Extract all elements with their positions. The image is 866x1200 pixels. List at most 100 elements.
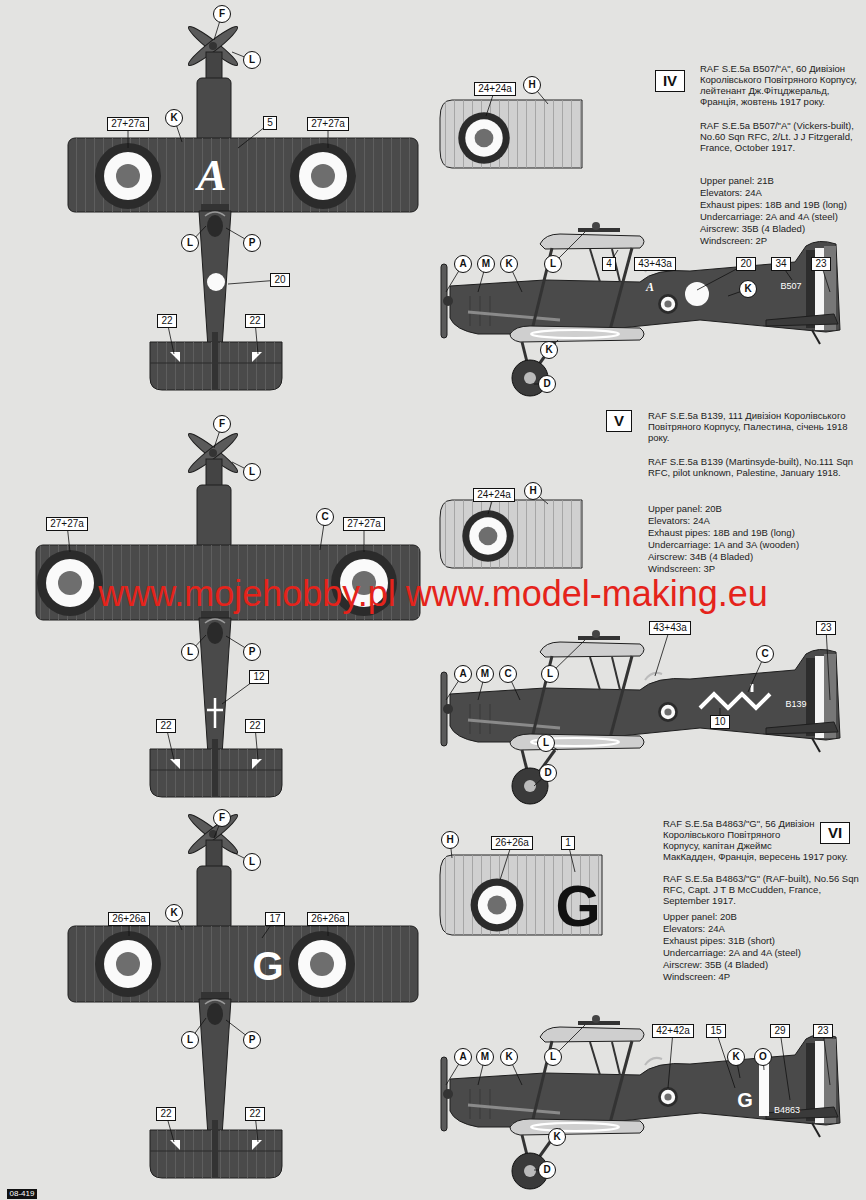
callout-letter: P [243, 234, 261, 252]
callout-letter: D [538, 375, 556, 393]
callout-number-text: 22 [249, 315, 260, 326]
callout-number: 22 [157, 314, 176, 328]
callout-letter-text: L [550, 259, 556, 269]
callout-letter: A [454, 665, 472, 683]
callout-letter: H [523, 76, 541, 94]
callout-number-text: 27+27a [311, 118, 345, 129]
callout-letter: O [754, 1048, 772, 1066]
callout-number-text: 22 [160, 720, 171, 731]
callout-letter: L [541, 665, 559, 683]
callout-letter-text: K [505, 259, 512, 269]
callout-number-text: 29 [774, 1025, 785, 1036]
callout-number: 26+26a [491, 836, 533, 850]
callout-letter: L [537, 734, 555, 752]
callout-number-text: 43+43a [638, 258, 672, 269]
callout-number-text: 24+24a [477, 489, 511, 500]
paint-spec: Upper panel: 21B [700, 175, 774, 186]
paint-spec: Undercarriage: 1A and 3A (wooden) [648, 539, 799, 550]
callout-number-text: 27+27a [111, 118, 145, 129]
callout-number: 42+42a [652, 1024, 694, 1038]
callout-number: 12 [249, 670, 268, 684]
callout-number: 20 [270, 273, 289, 287]
callout-number-text: 26+26a [495, 837, 529, 848]
callout-letter-text: M [482, 259, 490, 269]
callout-number: 15 [706, 1024, 725, 1038]
callout-letter: K [727, 1048, 745, 1066]
callout-letter-text: C [321, 512, 328, 522]
callout-letter-text: K [744, 284, 751, 294]
serial-number: B4863 [774, 1105, 800, 1115]
paint-spec: Undercarriage: 2A and 4A (steel) [663, 947, 801, 958]
callout-letter-text: P [249, 1035, 256, 1045]
callout-number: 23 [816, 621, 835, 635]
callout-number-text: 17 [269, 913, 280, 924]
callout-number-text: 34 [775, 258, 786, 269]
callout-letter: K [500, 255, 518, 273]
callout-letter: M [476, 665, 494, 683]
fuselage-letter: A [646, 281, 654, 293]
fuselage-letter: G [737, 1090, 753, 1110]
callout-letter: K [548, 1128, 566, 1146]
serial-number: B139 [785, 699, 806, 709]
callout-letter: L [181, 234, 199, 252]
sheet-code: 08-419 [7, 1189, 38, 1199]
paint-spec: Elevators: 24A [663, 923, 725, 934]
wing-letter: G [555, 877, 600, 935]
callout-number: 23 [813, 1024, 832, 1038]
paint-spec: Upper panel: 20B [663, 911, 737, 922]
callout-letter-text: H [446, 835, 453, 845]
callout-letter-text: F [219, 9, 225, 19]
callout-number: 26+26a [307, 912, 349, 926]
callout-letter-text: C [504, 669, 511, 679]
scheme-caption: RAF S.E.5a B139 (Martinsyde-built), No.1… [648, 456, 860, 478]
callout-letter: L [181, 643, 199, 661]
serial-number: B507 [780, 281, 801, 291]
callout-letter: K [540, 341, 558, 359]
callout-number-text: 15 [710, 1025, 721, 1036]
callout-number-text: 20 [274, 274, 285, 285]
callout-number: 20 [736, 257, 755, 271]
callout-number: 24+24a [474, 82, 516, 96]
paint-spec: Airscrew: 35B (4 Bladed) [663, 959, 768, 970]
wing-letter: A [197, 154, 226, 198]
callout-letter-text: K [170, 908, 177, 918]
callout-letter-text: H [529, 486, 536, 496]
layout-spacer [816, 818, 860, 848]
callout-number: 27+27a [107, 117, 149, 131]
callout-number-text: 10 [714, 716, 725, 727]
callout-number-text: 43+43a [653, 622, 687, 633]
callout-number-text: 5 [267, 117, 273, 128]
paint-spec: Airscrew: 34B (4 Bladed) [648, 551, 753, 562]
scheme-caption-block: RAF S.E.5a B4863/"G", 56 Дивізіон Королі… [663, 818, 860, 862]
callout-letter: H [524, 482, 542, 500]
callout-letter: P [243, 643, 261, 661]
callout-number: 22 [156, 1107, 175, 1121]
callout-number: 27+27a [46, 517, 88, 531]
callout-letter-text: L [550, 1052, 556, 1062]
callout-number: 29 [770, 1024, 789, 1038]
callout-number: 10 [710, 715, 729, 729]
callout-number: 43+43a [649, 621, 691, 635]
paint-spec: Exhaust pipes: 31B (short) [663, 935, 775, 946]
callout-letter-text: P [249, 238, 256, 248]
callout-letter: K [165, 904, 183, 922]
callout-letter: L [544, 255, 562, 273]
paint-spec: Undercarriage: 2A and 4A (steel) [700, 211, 838, 222]
callout-number-text: 22 [161, 315, 172, 326]
paint-spec: Windscreen: 2P [700, 235, 767, 246]
scheme-number-text: IV [663, 72, 677, 89]
callout-letter: L [243, 463, 261, 481]
callout-letter: M [476, 1048, 494, 1066]
callout-number-text: 12 [253, 671, 264, 682]
callout-number: 27+27a [307, 117, 349, 131]
scheme-number-text: VI [828, 824, 842, 841]
callout-number: 22 [156, 719, 175, 733]
callout-letter-text: K [505, 1052, 512, 1062]
callout-letter-text: F [219, 419, 225, 429]
callout-letter: P [243, 1031, 261, 1049]
callout-letter-text: A [459, 259, 466, 269]
callout-letter: A [454, 255, 472, 273]
scheme-caption: RAF S.E.5a B507/"A", 60 Дивізіон Королів… [700, 63, 860, 107]
callout-letter-text: A [459, 1052, 466, 1062]
